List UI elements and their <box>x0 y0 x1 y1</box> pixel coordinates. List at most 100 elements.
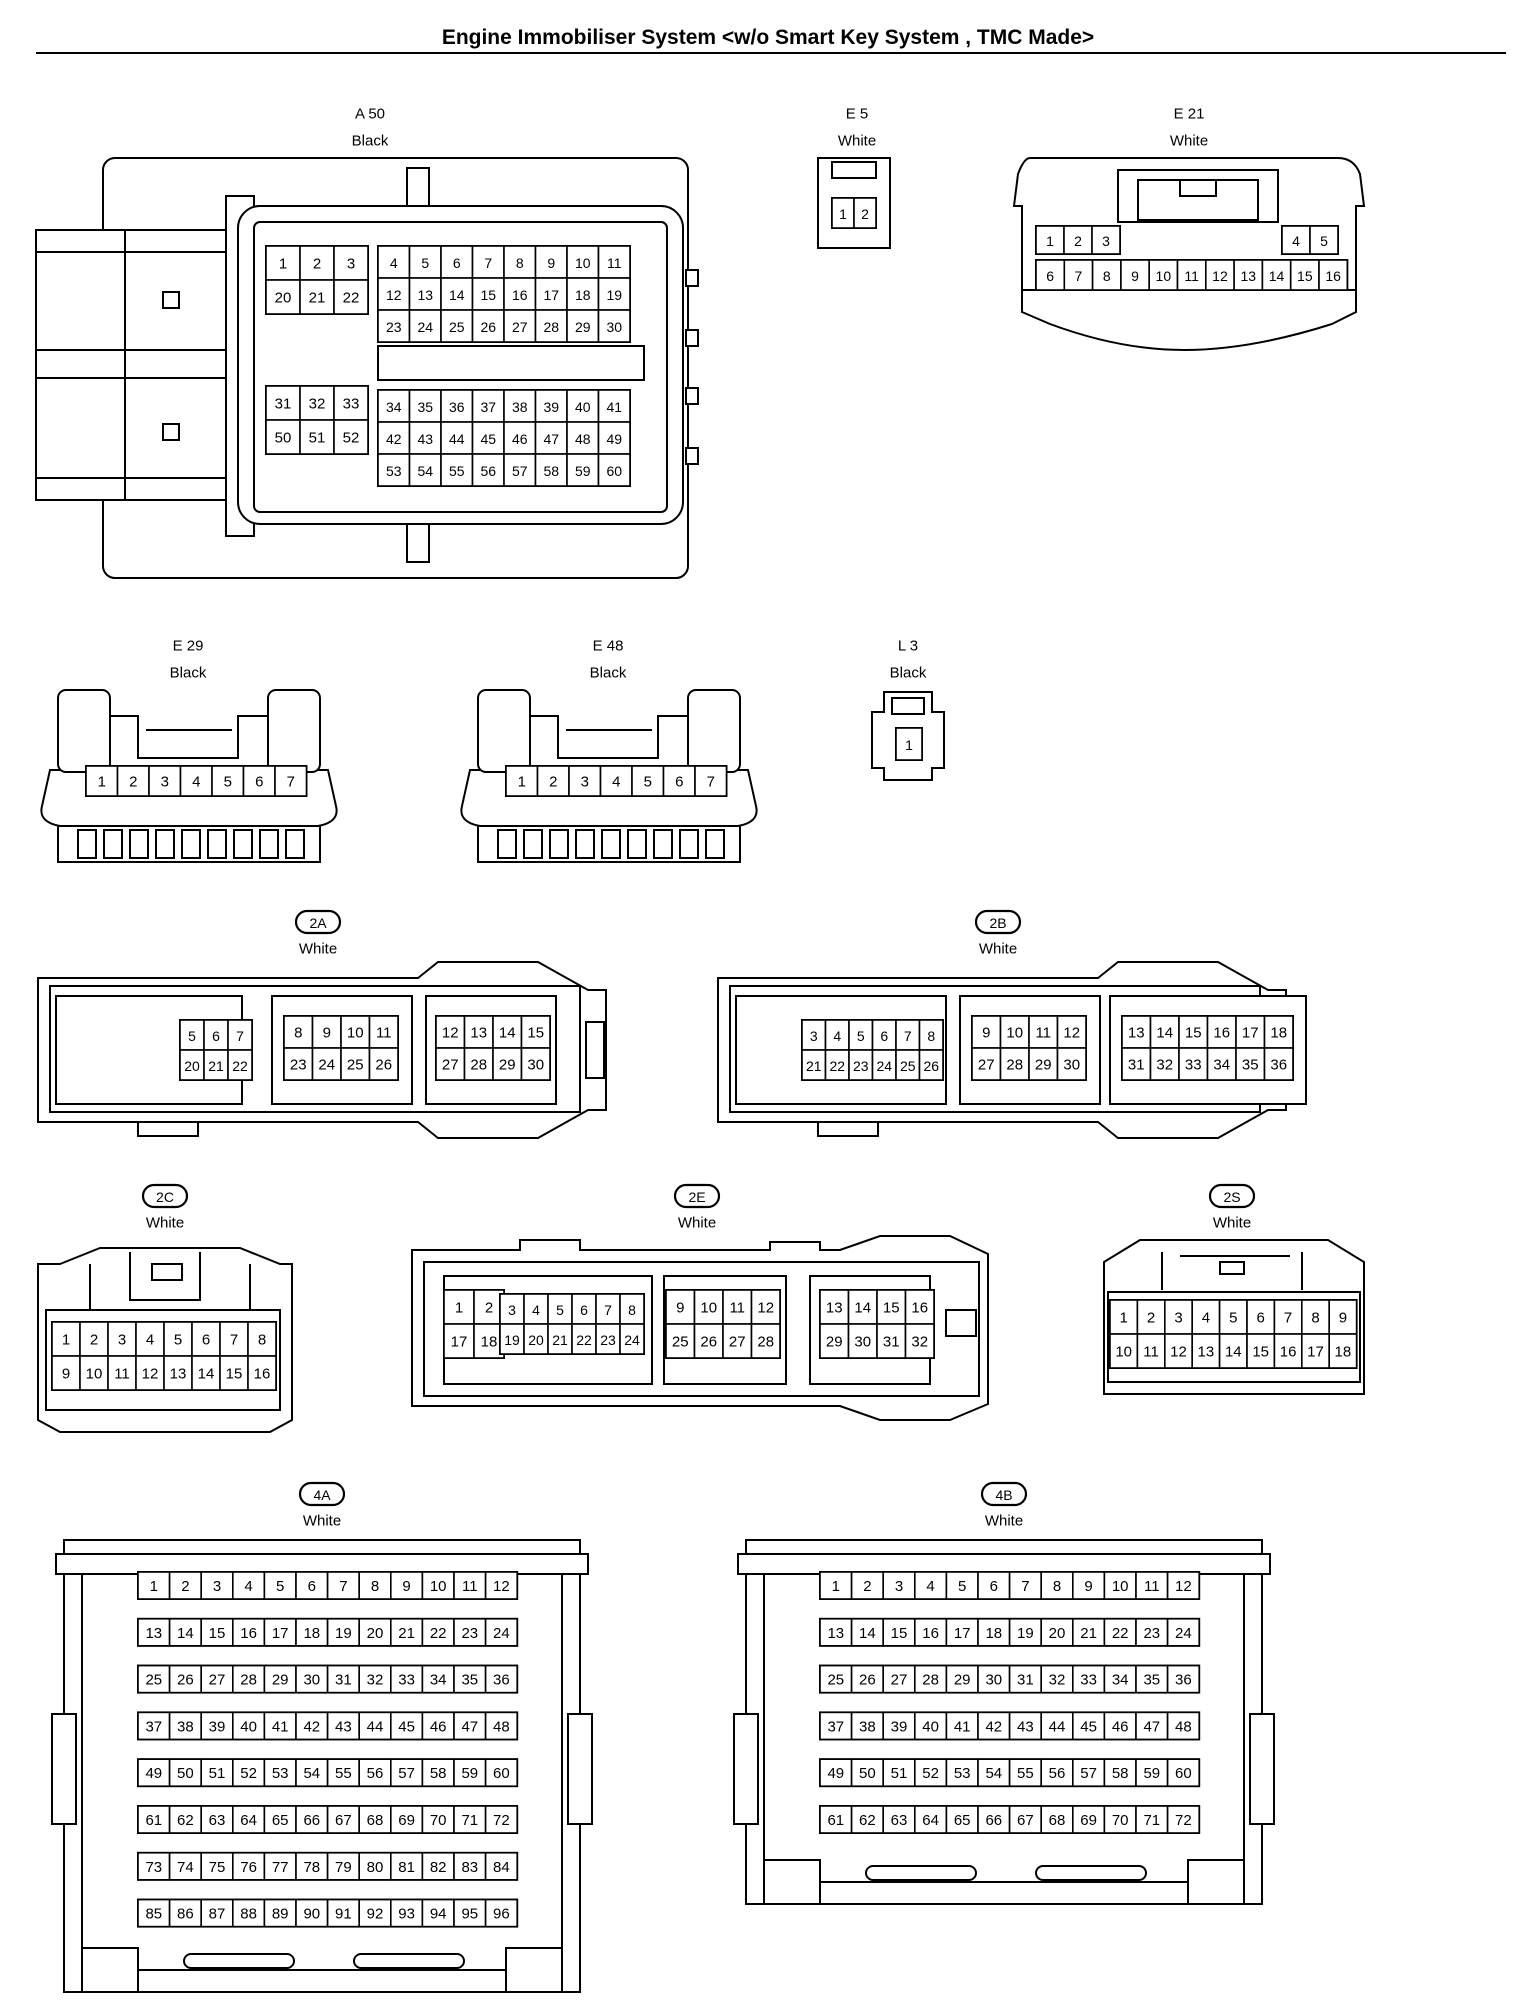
pin-number: 27 <box>891 1672 908 1689</box>
connector-color: Black <box>590 665 627 682</box>
pin-cell <box>247 1321 277 1357</box>
foot <box>763 1859 821 1905</box>
pin-number: 30 <box>985 1672 1002 1689</box>
pin-number: 76 <box>240 1859 257 1876</box>
pin-number: 10 <box>86 1366 103 1383</box>
pin-number: 16 <box>240 1625 257 1642</box>
pin-number: 22 <box>343 290 360 307</box>
pin-cell <box>168 1805 203 1834</box>
pin-cell <box>1008 1711 1042 1741</box>
pin-number: 77 <box>272 1859 289 1876</box>
pin-number: 4 <box>244 1578 252 1595</box>
pin-cell <box>945 1805 979 1834</box>
pin-number: 54 <box>303 1765 320 1782</box>
pin-number: 18 <box>985 1625 1002 1642</box>
pin-number: 84 <box>493 1859 510 1876</box>
pin-cell <box>1028 1015 1059 1049</box>
connector-id: A 50 <box>355 106 385 123</box>
pin-number: 5 <box>188 1028 196 1044</box>
pin-number: 33 <box>343 396 360 413</box>
pin-number: 87 <box>209 1906 226 1923</box>
pin-cell <box>1008 1758 1042 1787</box>
pin-number: 28 <box>922 1672 939 1689</box>
pin-cell <box>1040 1571 1074 1600</box>
pin-number: 32 <box>911 1334 928 1351</box>
pin-cell <box>471 453 505 487</box>
pin-number: 7 <box>287 774 295 791</box>
pin-number: 68 <box>1049 1812 1066 1829</box>
pin-number: 48 <box>575 431 591 447</box>
connector-id: L 3 <box>898 638 918 655</box>
pin-number: 57 <box>398 1765 415 1782</box>
pin-number: 63 <box>891 1812 908 1829</box>
pin-cell <box>1121 1047 1152 1081</box>
pin-number: 20 <box>184 1058 200 1074</box>
pin-cell <box>503 309 537 343</box>
side-latch <box>51 1713 77 1825</box>
pin-cell <box>1206 1047 1237 1081</box>
pin-number: 42 <box>303 1718 320 1735</box>
pin-number: 7 <box>230 1332 238 1349</box>
side-latch <box>567 1713 593 1825</box>
center-lock <box>1117 169 1279 223</box>
pin-cell <box>945 1711 979 1741</box>
pin-number: 27 <box>978 1057 995 1074</box>
pin-number: 15 <box>480 287 496 303</box>
pin-number: 80 <box>367 1859 384 1876</box>
pin-cell <box>1328 1333 1358 1369</box>
pin-number: 66 <box>303 1812 320 1829</box>
pin-number: 11 <box>376 1025 392 1042</box>
pin-cell <box>295 1805 329 1834</box>
pin-number: 16 <box>512 287 528 303</box>
tooth <box>233 829 253 859</box>
pin-number: 27 <box>729 1334 746 1351</box>
connector-color: White <box>1170 133 1208 150</box>
tooth <box>627 829 647 859</box>
pin-number: 56 <box>367 1765 384 1782</box>
pin-number: 17 <box>1307 1344 1324 1361</box>
pin-number: 36 <box>449 399 465 415</box>
pin-cell <box>566 309 600 343</box>
connector-badge <box>974 909 1022 935</box>
pin-cell <box>1040 1664 1074 1694</box>
pin-cell <box>232 1852 266 1881</box>
pin-number: 9 <box>1131 268 1139 284</box>
pin-cell <box>358 1758 392 1787</box>
housing-outline <box>1161 1252 1303 1290</box>
pin-cell <box>693 1323 724 1359</box>
pin-number: 32 <box>367 1672 384 1689</box>
pin-number: 20 <box>1049 1625 1066 1642</box>
pin-number: 6 <box>580 1302 588 1318</box>
pin-number: 25 <box>449 319 465 335</box>
connector-2b: 2BWhite121920345678212223242526910111227… <box>717 909 1307 1139</box>
pin-cell <box>1008 1805 1042 1834</box>
pin-number: 10 <box>347 1025 364 1042</box>
pin-cell <box>977 1664 1011 1694</box>
pin-cell <box>945 1571 979 1600</box>
side-tower <box>477 689 531 773</box>
pin-number: 50 <box>859 1765 876 1782</box>
pin-number: 15 <box>891 1625 908 1642</box>
divider-bar <box>377 345 645 381</box>
pin-number: 3 <box>213 1578 221 1595</box>
pin-number: 25 <box>827 1672 844 1689</box>
pin-number: 6 <box>212 1028 220 1044</box>
pin-cell <box>484 1618 519 1647</box>
pin-cell <box>377 309 411 343</box>
pin-cell <box>619 1323 645 1355</box>
pin-number: 14 <box>449 287 465 303</box>
connector-id: E 48 <box>593 638 624 655</box>
foot <box>81 1947 139 1993</box>
pin-number: 45 <box>1080 1718 1097 1735</box>
pin-cell <box>200 1758 234 1787</box>
pin-number: 9 <box>62 1366 70 1383</box>
pin-number: 21 <box>208 1058 224 1074</box>
pin-number: 42 <box>985 1718 1002 1735</box>
pin-number: 7 <box>1075 268 1083 284</box>
pin-number: 16 <box>922 1625 939 1642</box>
pin-number: 20 <box>528 1332 544 1348</box>
pin-number: 45 <box>480 431 496 447</box>
pin-number: 70 <box>1112 1812 1129 1829</box>
pin-number: 14 <box>854 1300 871 1317</box>
